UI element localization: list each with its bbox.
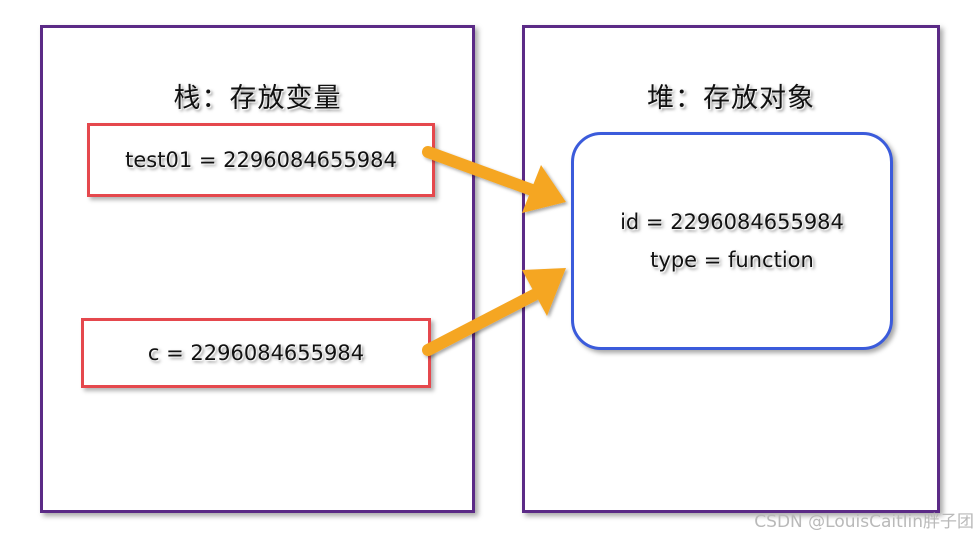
variable-label-c: c = 2296084655984: [147, 341, 365, 365]
variable-box-c: c = 2296084655984: [81, 318, 431, 388]
watermark: CSDN @LouisCaitlin胖子团: [754, 512, 974, 532]
stack-panel: 栈：存放变量 test01 = 2296084655984 c = 229608…: [40, 25, 475, 513]
object-type-line: type = function: [650, 248, 814, 272]
heap-object-box: id = 2296084655984 type = function: [571, 132, 893, 350]
object-id-line: id = 2296084655984: [620, 210, 844, 234]
stack-title: 栈：存放变量: [173, 83, 342, 114]
heap-title: 堆：存放对象: [647, 83, 815, 114]
variable-box-test01: test01 = 2296084655984: [87, 123, 435, 197]
variable-label-test01: test01 = 2296084655984: [125, 148, 397, 172]
heap-panel: 堆：存放对象 id = 2296084655984 type = functio…: [522, 25, 940, 513]
